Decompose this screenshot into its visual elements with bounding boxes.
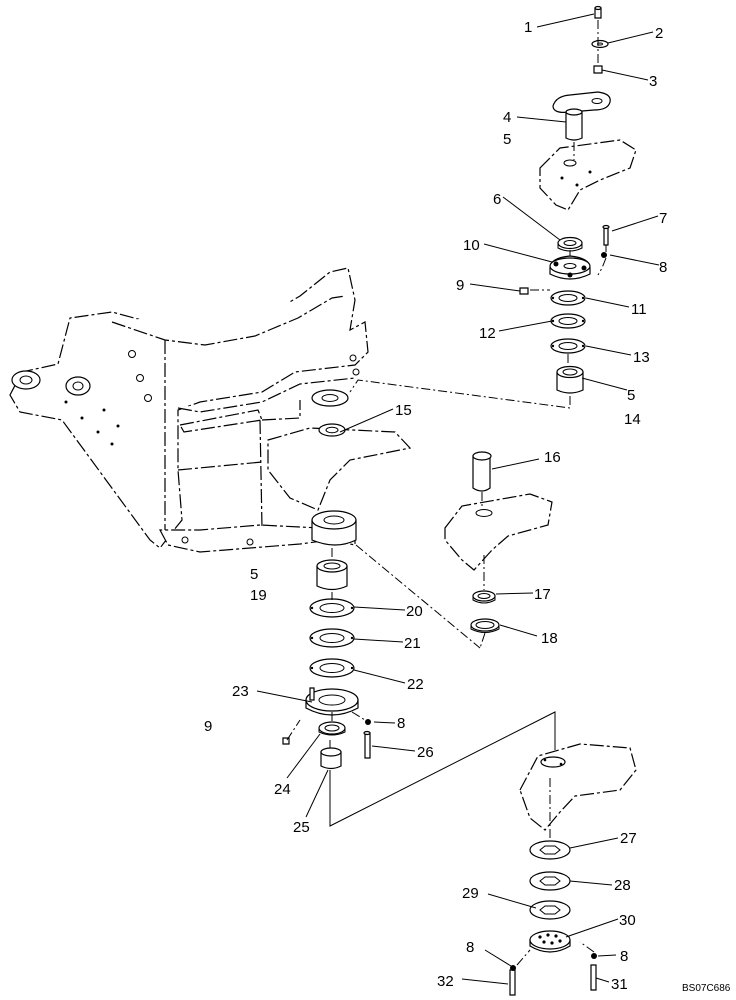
callout-27: 27 [620,830,637,847]
callout-17: 17 [534,586,551,603]
callout-24: 24 [274,781,291,798]
callout-10: 10 [463,237,480,254]
callout-1: 1 [524,19,532,36]
callout-16: 16 [544,449,561,466]
upper-pivot-stack [349,5,637,409]
callout-21: 21 [404,635,421,652]
callout-9-mid: 9 [204,718,212,735]
callout-15: 15 [395,402,412,419]
callout-8-top: 8 [659,259,667,276]
callout-8-mid: 8 [397,715,405,732]
callout-31: 31 [611,976,628,993]
callout-4: 4 [503,109,511,126]
callout-5-top: 5 [503,131,511,148]
callout-32: 32 [437,973,454,990]
lower-right-stack [329,711,637,996]
callout-22: 22 [407,676,424,693]
callout-30: 30 [619,912,636,929]
callout-3: 3 [649,73,657,90]
callout-23: 23 [232,683,249,700]
callout-12: 12 [479,325,496,342]
callout-18: 18 [541,630,558,647]
callout-28: 28 [614,877,631,894]
chassis-frame [9,267,412,553]
callout-11: 11 [631,301,647,318]
callout-19: 19 [250,587,267,604]
callout-14: 14 [624,411,641,428]
lower-pivot-stack [282,544,481,770]
callout-6: 6 [493,191,501,208]
callout-7: 7 [659,210,667,227]
callout-26: 26 [417,744,434,761]
callout-29: 29 [462,885,479,902]
callout-2: 2 [655,25,663,42]
middle-pin-assembly [444,451,553,649]
callout-8-bottom-right: 8 [620,948,628,965]
callout-20: 20 [406,603,423,620]
callout-9-top: 9 [456,277,464,294]
callout-25: 25 [293,819,310,836]
callout-8-bottom-left: 8 [466,939,474,956]
leader-lines [256,13,660,985]
callout-13: 13 [633,349,650,366]
callout-5-right: 5 [627,387,635,404]
drawing-code: BS07C686 [682,983,731,994]
callout-labels: 1 2 3 4 5 6 7 8 9 10 11 12 13 5 14 15 16… [204,19,667,993]
callout-5-mid: 5 [250,566,258,583]
